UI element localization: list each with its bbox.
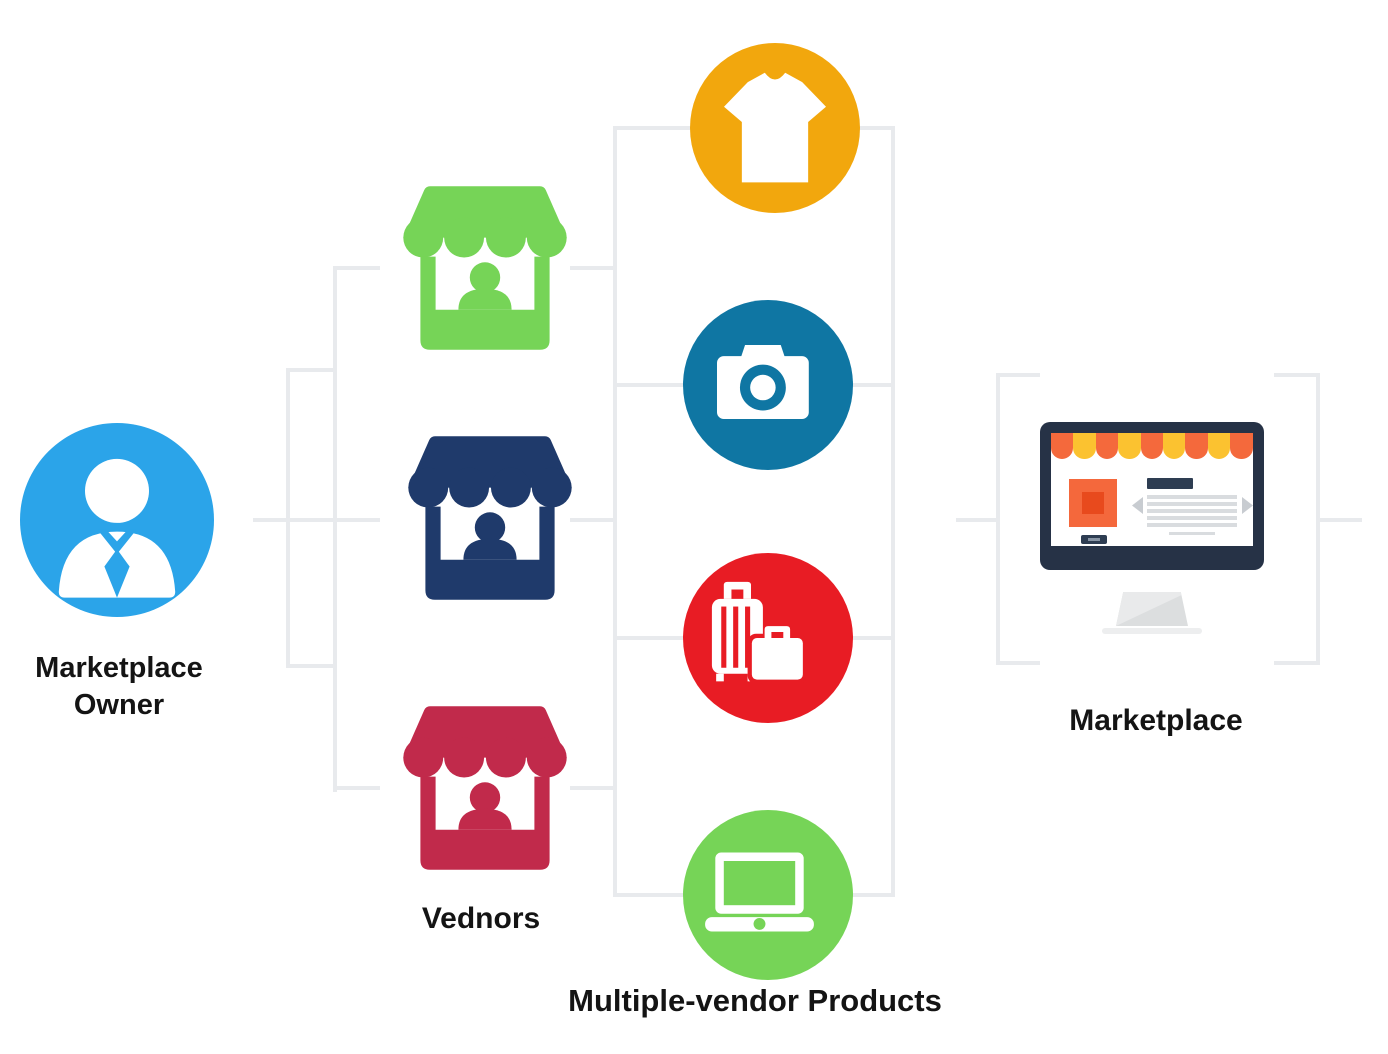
awning-scallop [1118,433,1141,459]
marketplace-right-bracket-top [1274,373,1320,377]
chevron-left-icon [1132,497,1143,514]
awning-scallop [1140,433,1163,459]
monitor-screen [1051,433,1253,546]
products-label: Multiple-vendor Products [568,983,942,1018]
monitor-stand-highlight [1116,592,1188,626]
awning-scallop [1163,433,1186,459]
vendors-branch-bottom [333,786,380,790]
marketplace-tick-out [1318,518,1362,522]
owner-label-line1: Marketplace [35,652,203,684]
store-stall-icon [403,186,567,350]
store-stall-icon [408,436,572,600]
camera-icon [683,300,853,470]
marketplace-left-bracket-bottom [996,661,1040,665]
laptop-icon [683,810,853,980]
person-owner-icon [20,423,214,617]
buy-button-text [1088,538,1100,541]
connector-owner-line [253,518,380,522]
awning-scallop [1185,433,1208,459]
owner-bracket-vertical [286,368,290,668]
vendor-navy-store [395,423,585,613]
products-left-vertical [613,126,617,897]
marketplace-monitor-icon [1040,422,1264,570]
vendors-branch-top [333,266,380,270]
store-stall-icon [403,706,567,870]
awning-scallop [1207,433,1231,459]
products-right-vertical [891,126,895,897]
monitor-base [1102,628,1202,634]
vendors-label: Vednors [421,902,541,935]
carousel-text-line [1147,495,1237,499]
awning-scallop [1073,433,1096,459]
owner-label: Marketplace Owner [0,650,238,724]
product-camera [683,300,853,470]
buy-button [1081,535,1107,544]
chevron-right-icon [1242,497,1253,514]
carousel-heading-bar [1147,478,1193,489]
marketplace-tick-in [956,518,1000,522]
monitor-stand [1116,592,1188,626]
owner-node [20,423,214,617]
awning-scallop [1230,433,1253,459]
awning-scallop [1095,433,1119,459]
marketplace-left-bracket-top [996,373,1040,377]
product-laptop [683,810,853,980]
carousel-text-line [1147,509,1237,513]
red-store-stub [570,786,617,790]
product-luggage [683,553,853,723]
carousel-text-line-short [1169,532,1215,535]
marketplace-left-bracket [996,373,1000,665]
vendors-branch-vertical [333,266,337,792]
carousel-text-line [1147,502,1237,506]
marketplace-label: Marketplace [1069,704,1243,737]
product-card [1069,479,1117,527]
carousel-text-line [1147,523,1237,527]
green-store-stub [570,266,617,270]
product-tshirt [690,43,860,213]
owner-bracket-bottom-tick [286,664,333,668]
carousel-text-line [1147,516,1237,520]
vendor-green-store [390,173,580,363]
vendor-red-store [390,693,580,883]
owner-bracket-top-tick [286,368,333,372]
awning-scallop [1051,433,1074,459]
luggage-icon [683,553,853,723]
tshirt-icon [690,43,860,213]
product-card-image [1082,492,1104,514]
marketplace-right-bracket-bottom [1274,661,1320,665]
navy-store-stub [570,518,617,522]
owner-label-line2: Owner [73,689,165,721]
